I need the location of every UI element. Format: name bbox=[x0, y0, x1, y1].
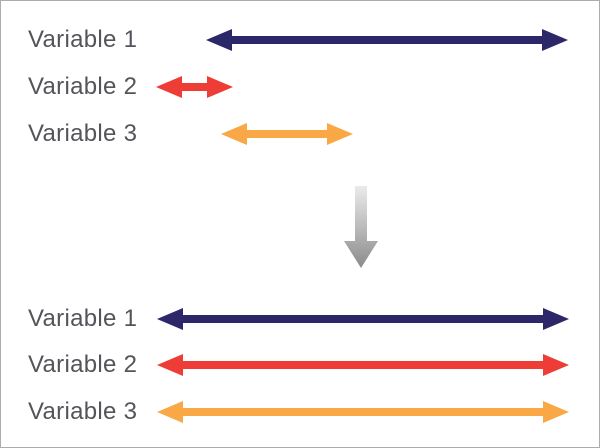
top-variable-2-label: Variable 2 bbox=[28, 73, 138, 100]
bottom-variable-3-label: Variable 3 bbox=[28, 398, 138, 425]
top-variable-2-range-arrow bbox=[156, 75, 233, 99]
top-variable-1-label: Variable 1 bbox=[28, 26, 138, 53]
double-arrow-shape bbox=[157, 401, 569, 423]
bottom-variable-3-range-arrow bbox=[157, 400, 569, 424]
double-arrow-shape bbox=[157, 354, 569, 376]
down-arrow-shape bbox=[344, 186, 378, 268]
bottom-variable-2-label: Variable 2 bbox=[28, 351, 138, 378]
bottom-variable-1-range-arrow bbox=[157, 307, 569, 331]
down-arrow-icon bbox=[344, 186, 378, 268]
double-arrow-shape bbox=[157, 308, 569, 330]
top-variable-1-range-arrow bbox=[206, 28, 568, 52]
double-arrow-shape bbox=[156, 76, 233, 98]
top-variable-3-range-arrow bbox=[221, 122, 353, 146]
bottom-variable-2-range-arrow bbox=[157, 353, 569, 377]
bottom-variable-1-label: Variable 1 bbox=[28, 305, 138, 332]
double-arrow-shape bbox=[206, 29, 568, 51]
top-variable-3-label: Variable 3 bbox=[28, 120, 138, 147]
double-arrow-shape bbox=[221, 123, 353, 145]
